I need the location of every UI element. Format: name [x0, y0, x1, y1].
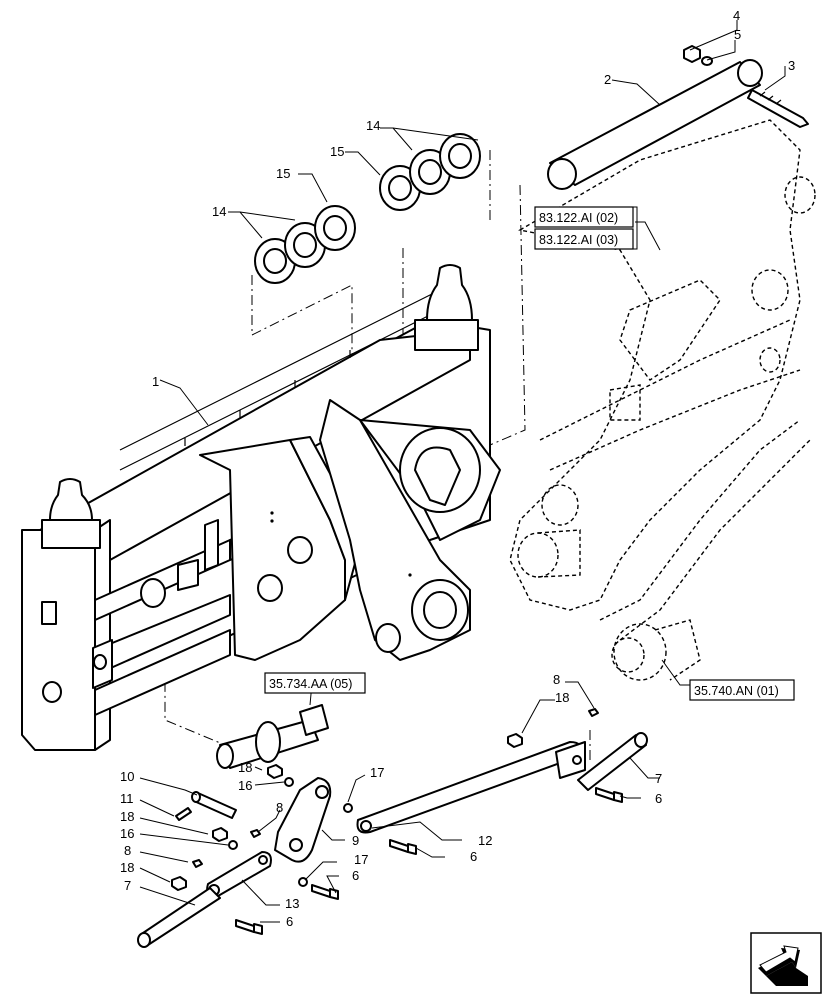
callout-16-left: 16: [120, 826, 134, 841]
bellcrank-9: [274, 777, 332, 863]
shim-14-d: [439, 133, 481, 179]
callout-16-mid: 16: [238, 778, 252, 793]
callout-numbers: 1 2 3 4 5 14 15 15 14 8 18 7 6 12 6 17 9…: [120, 8, 795, 929]
rod-7-left: [137, 887, 221, 948]
callout-4: 4: [733, 8, 740, 23]
callout-18-low: 18: [120, 860, 134, 875]
callout-3: 3: [788, 58, 795, 73]
link-13: [206, 851, 272, 898]
svg-text:35.740.AN (01): 35.740.AN (01): [694, 684, 779, 698]
callout-6-bottom: 6: [286, 914, 293, 929]
small-hardware: [171, 708, 599, 891]
next-page-arrow-icon[interactable]: [750, 932, 822, 994]
callout-18-right: 18: [555, 690, 569, 705]
shim-15-a: [314, 205, 356, 251]
quick-attach-frame: [21, 264, 501, 751]
callout-8-right: 8: [553, 672, 560, 687]
lever-12: [356, 741, 586, 834]
callout-2: 2: [604, 72, 611, 87]
callout-1: 1: [152, 374, 159, 389]
callout-13: 13: [285, 896, 299, 911]
callout-17-bottom: 17: [354, 852, 368, 867]
pivot-pin: [547, 59, 763, 190]
svg-text:83.122.AI (02): 83.122.AI (02): [539, 211, 618, 225]
callout-7-right: 7: [655, 771, 662, 786]
callout-12: 12: [478, 833, 492, 848]
ref-83-122-ai-03: 83.122.AI (03): [534, 228, 634, 250]
callout-6-mid: 6: [470, 849, 477, 864]
leader-lines: [139, 20, 786, 923]
callout-14-top: 14: [366, 118, 380, 133]
pin-11: [175, 807, 192, 821]
callout-18-left: 18: [120, 809, 134, 824]
callout-8-left: 8: [124, 843, 131, 858]
pivot-pin-ghost: [517, 529, 581, 578]
callout-15-top: 15: [330, 144, 344, 159]
rod-7-right: [577, 732, 648, 791]
callout-15-mid: 15: [276, 166, 290, 181]
svg-text:83.122.AI (03): 83.122.AI (03): [539, 233, 618, 247]
reference-boxes: 83.122.AI (02) 83.122.AI (03) 35.734.AA …: [264, 206, 795, 701]
cylinder-end-ghost: [611, 619, 701, 681]
loader-arm-ghost: [509, 119, 816, 641]
shim-15-b: [379, 165, 421, 211]
callout-11: 11: [120, 791, 134, 806]
shims: [254, 133, 481, 284]
ref-35-734-aa-05: 35.734.AA (05): [264, 672, 366, 694]
ref-83-122-ai-02: 83.122.AI (02): [534, 206, 634, 228]
svg-text:35.734.AA (05): 35.734.AA (05): [269, 677, 352, 691]
bolt-3: [747, 89, 809, 128]
callout-14-mid: 14: [212, 204, 226, 219]
callout-9: 9: [352, 833, 359, 848]
nut-4: [683, 45, 701, 63]
bolts-6: [235, 787, 623, 935]
ref-35-740-an-01: 35.740.AN (01): [689, 679, 795, 701]
pin-10: [191, 791, 237, 819]
coupler-assembly: [216, 704, 329, 769]
callout-6-right: 6: [655, 791, 662, 806]
callout-7-left: 7: [124, 878, 131, 893]
callout-5: 5: [734, 27, 741, 42]
callout-6-low: 6: [352, 868, 359, 883]
callout-10: 10: [120, 769, 134, 784]
callout-8-mid: 8: [276, 800, 283, 815]
washer-5: [701, 56, 713, 66]
callout-18-mid: 18: [238, 760, 252, 775]
callout-17-top: 17: [370, 765, 384, 780]
